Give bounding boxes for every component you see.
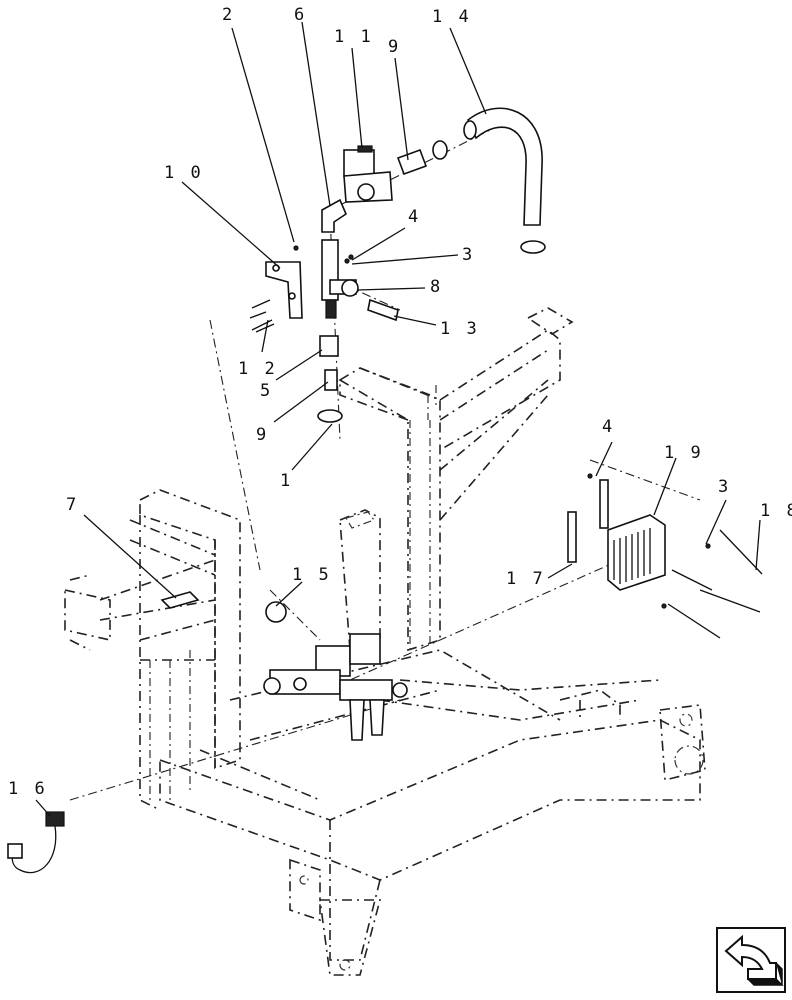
callout-12: 1 2 <box>238 359 278 379</box>
sensor-harness <box>7 811 65 874</box>
small-fastener <box>293 245 299 251</box>
callout-9-lower: 9 <box>256 425 269 445</box>
callout-labels: 2 6 1 1 9 1 4 1 0 4 3 8 1 3 1 2 5 9 1 4 … <box>8 5 792 799</box>
next-page-button[interactable] <box>716 927 786 993</box>
clamp-hose-end <box>520 240 546 254</box>
callout-13: 1 3 <box>440 319 480 339</box>
solenoid-valve-top <box>343 145 393 203</box>
callout-9-top: 9 <box>388 37 401 57</box>
callout-1: 1 <box>280 471 293 491</box>
long-bolts <box>667 529 763 639</box>
mounting-bracket <box>265 261 303 319</box>
callout-4-right: 4 <box>602 417 615 437</box>
callout-14: 1 4 <box>432 7 472 27</box>
clamp-15 <box>265 601 287 623</box>
callout-2: 2 <box>222 5 235 25</box>
phantom-frame <box>64 307 706 976</box>
bolt <box>251 299 271 309</box>
plate <box>567 511 577 563</box>
tee-assembly <box>321 239 359 319</box>
center-lines <box>69 114 701 801</box>
callout-10: 1 0 <box>164 163 204 183</box>
callout-8: 8 <box>430 277 443 297</box>
hose <box>467 107 543 226</box>
fitting-top <box>396 148 428 176</box>
heat-exchanger-block <box>607 514 666 591</box>
elbow-fitting <box>321 198 347 233</box>
callout-4-top: 4 <box>408 207 421 227</box>
callout-16: 1 6 <box>8 779 48 799</box>
callout-5: 5 <box>260 381 273 401</box>
callout-3-right: 3 <box>718 477 731 497</box>
callout-6: 6 <box>294 5 307 25</box>
nozzle <box>367 298 399 322</box>
fitting-lower <box>324 369 338 391</box>
callout-7: 7 <box>66 495 79 515</box>
handle <box>160 591 200 609</box>
callout-19: 1 9 <box>664 443 704 463</box>
callout-11: 1 1 <box>334 27 374 47</box>
callout-18: 1 8 <box>760 501 792 521</box>
callout-3-top: 3 <box>462 245 475 265</box>
parts <box>7 107 763 874</box>
leader-lines <box>35 21 761 817</box>
bent-arrow-icon <box>724 934 784 986</box>
clamp-top <box>432 140 448 160</box>
clamp-lower <box>317 409 343 423</box>
valve-manifold <box>263 633 408 741</box>
bushing <box>319 335 339 357</box>
callout-17: 1 7 <box>506 569 546 589</box>
callout-15: 1 5 <box>292 565 332 585</box>
